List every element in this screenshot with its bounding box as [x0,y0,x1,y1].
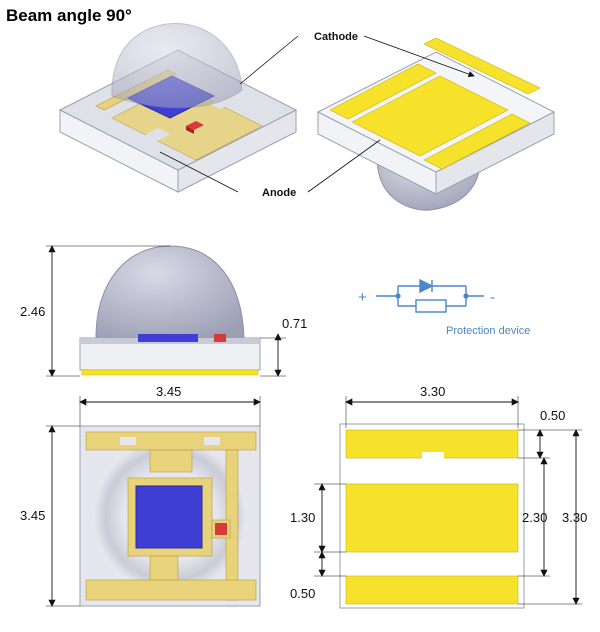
callouts [159,35,475,193]
cathode-label: Cathode [314,31,358,43]
dim-bottom-inner: 2.30 [522,510,547,525]
top-view [79,425,261,607]
dim-side-height: 2.46 [20,304,45,319]
dim-bottom-total: 3.30 [562,510,587,525]
protection-device-symbol [376,278,484,313]
top-view-dims [46,396,261,607]
iso-front-view [58,23,298,193]
dim-side-substrate: 0.71 [282,316,307,331]
anode-label: Anode [262,187,296,199]
side-view [79,245,261,376]
bottom-view [339,423,525,609]
dim-bottom-mid-pad: 1.30 [290,510,315,525]
dim-bottom-top-pad: 0.50 [540,408,565,423]
dim-top-height: 3.45 [20,508,45,523]
dim-top-width: 3.45 [156,384,181,399]
bottom-view-dims [314,396,582,605]
plus-sign: + [358,289,367,306]
side-dims [46,245,286,377]
dim-bottom-low-pad: 0.50 [290,586,315,601]
protection-device-label: Protection device [446,325,530,337]
dim-bottom-width: 3.30 [420,384,445,399]
figure-title: Beam angle 90° [6,6,132,25]
minus-sign: - [490,289,495,306]
iso-back-view [316,37,556,211]
